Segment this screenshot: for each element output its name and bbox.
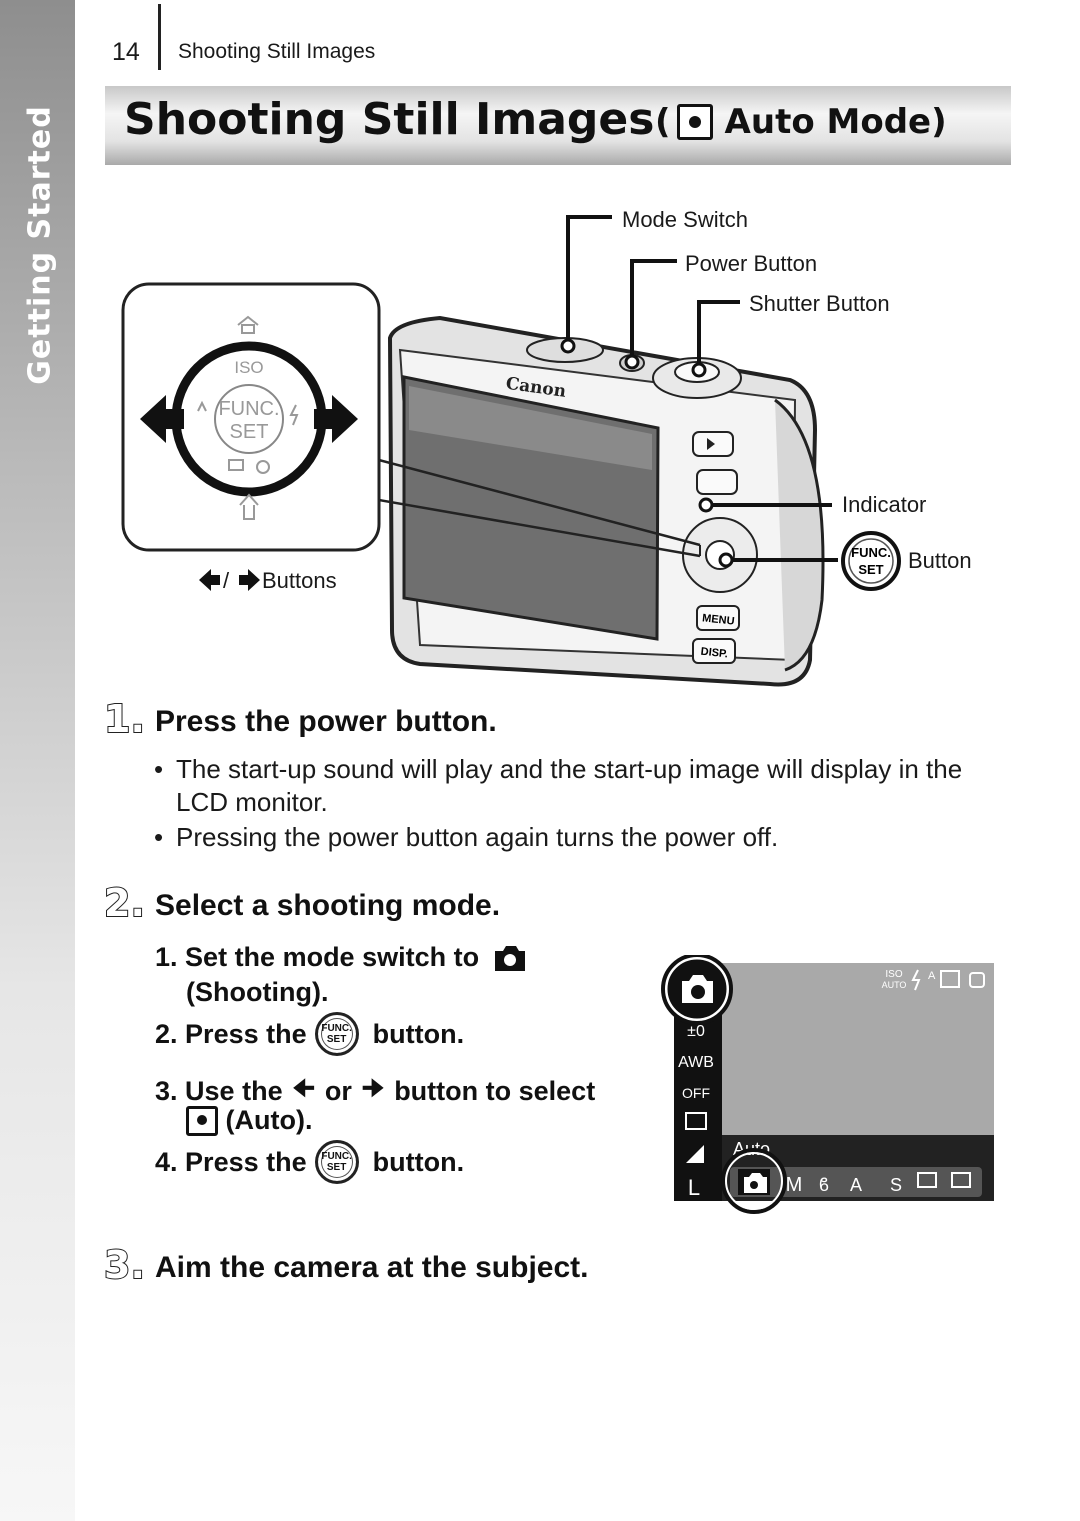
svg-text:±0: ±0 [687, 1023, 705, 1040]
callout-power-button: Power Button [685, 251, 818, 276]
flash-icon [289, 404, 299, 426]
svg-text:AWB: AWB [678, 1054, 714, 1071]
substep-3-line-1: 3. Use the 🠈 or 🠊 button to select [155, 1071, 595, 1112]
svg-text:M: M [786, 1174, 803, 1196]
left-arrow-icon [140, 395, 184, 443]
callout-mode-switch: Mode Switch [622, 207, 748, 232]
step-2-heading: Select a shooting mode. [155, 889, 501, 922]
trash-icon [239, 493, 259, 520]
page-title: Shooting Still Images [124, 94, 655, 145]
svg-text:FUNC.: FUNC. [851, 545, 891, 560]
auto-mode-icon [186, 1105, 218, 1136]
func-set-icon: FUNC.SET [314, 1012, 359, 1056]
disp-button-graphic [692, 638, 736, 664]
side-tab: Getting Started [0, 0, 75, 1521]
right-arrow-small-icon [239, 569, 260, 591]
title-mode: ( Auto Mode) [655, 102, 947, 142]
step-1-number: 1. [103, 696, 146, 742]
svg-text:A: A [928, 970, 936, 982]
left-arrow-icon: 🠈 [292, 1075, 315, 1102]
dial-set-text: SET [230, 421, 269, 443]
shooting-camera-icon [495, 945, 526, 971]
substep-1-line-2: (Shooting). [186, 977, 329, 1007]
callout-func-button: Button [908, 548, 972, 573]
camera-body: Canon MENU DISP. [387, 315, 825, 687]
self-timer-icon [256, 460, 270, 474]
title-mode-label: Auto Mode) [724, 102, 947, 142]
title-paren: ( [655, 102, 671, 142]
running-head: Shooting Still Images [178, 40, 376, 63]
header-divider [158, 4, 161, 70]
callout-shutter-button: Shutter Button [749, 291, 890, 316]
svg-text:A: A [850, 1175, 862, 1195]
macro-icon [197, 400, 207, 412]
rotate-icon [237, 315, 259, 334]
svg-text:MENU: MENU [702, 612, 736, 627]
func-set-icon: FUNC.SET [314, 1140, 359, 1184]
step-3-number: 3. [103, 1242, 146, 1288]
dial-iso-text: ISO [234, 358, 263, 377]
substep-2: 2. Press the FUNC.SET button. [155, 1012, 464, 1056]
auto-mode-icon [676, 104, 713, 140]
step-1-bullet-1: •The start-up sound will play and the st… [154, 754, 963, 817]
dial-func-text: FUNC. [218, 398, 279, 420]
svg-text:ϐ: ϐ [819, 1175, 829, 1195]
page-number: 14 [112, 38, 140, 66]
step-2-number: 2. [103, 880, 146, 926]
substep-3-line-2: (Auto). [186, 1105, 312, 1136]
svg-text:ISO: ISO [885, 969, 902, 980]
lcd-screen-illustration: ±0 AWB OFF L ISO AUTO A Auto M ϐ A S [661, 955, 994, 1214]
left-arrow-small-icon [199, 569, 220, 591]
title-banner [105, 86, 1011, 165]
svg-text:AUTO: AUTO [882, 980, 907, 990]
substep-4: 4. Press the FUNC.SET button. [155, 1140, 464, 1184]
right-arrow-icon [314, 395, 358, 443]
drive-mode-icon [228, 459, 244, 471]
svg-text:S: S [890, 1175, 902, 1195]
svg-text:OFF: OFF [682, 1085, 710, 1101]
print-button-graphic [696, 469, 738, 495]
svg-text:L: L [688, 1175, 700, 1200]
func-set-callout-icon [841, 531, 901, 591]
step-1-heading: Press the power button. [155, 705, 497, 738]
svg-text:DISP.: DISP. [700, 646, 728, 661]
callout-arrow-buttons: Buttons [262, 568, 337, 593]
dial-inset: FUNC. SET ISO [121, 282, 381, 552]
camera-illustration: FUNC. SET ISO Canon MENU DISP. [121, 215, 901, 687]
right-arrow-icon: 🠊 [361, 1075, 385, 1102]
substep-1-line-1: 1. Set the mode switch to [155, 942, 527, 973]
callout-arrow-sep: / [223, 568, 230, 593]
callout-indicator: Indicator [842, 492, 927, 517]
menu-button-graphic [696, 605, 740, 631]
svg-text:SET: SET [858, 562, 883, 577]
step-3-heading: Aim the camera at the subject. [155, 1251, 589, 1284]
step-1-bullet-2: •Pressing the power button again turns t… [154, 822, 779, 852]
